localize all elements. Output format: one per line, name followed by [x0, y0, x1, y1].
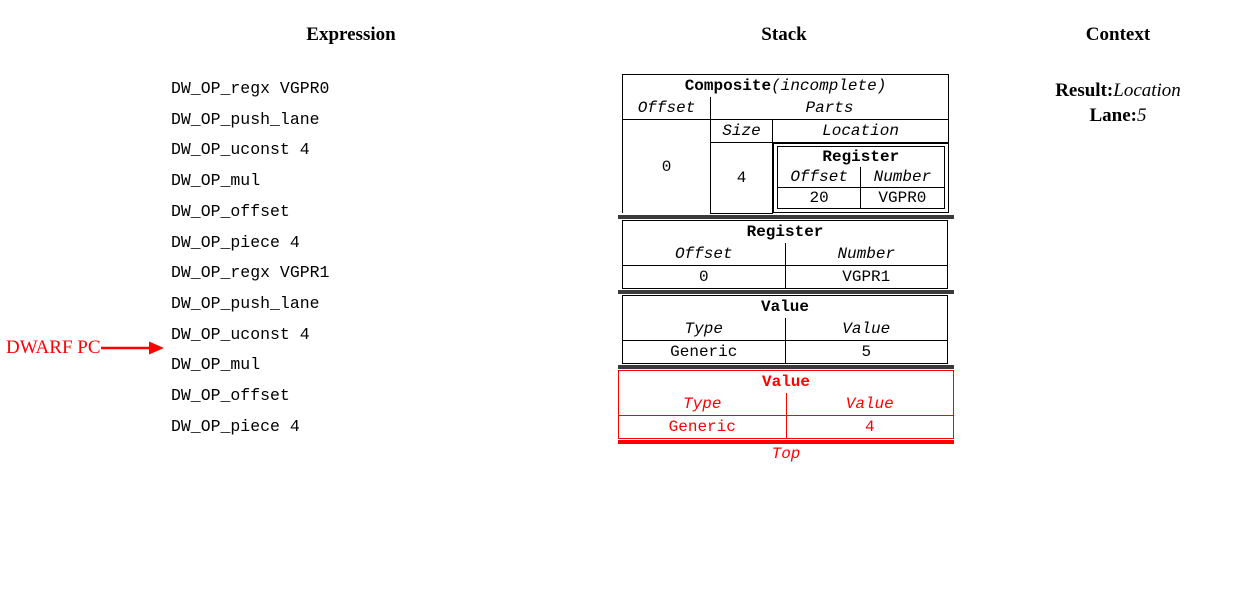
expression-line: DW_OP_push_lane: [171, 293, 320, 313]
column-heading-context: Context: [1085, 24, 1151, 45]
context-lane-value: 5: [1137, 105, 1147, 126]
nested-register-holder: Register Offset Number 20 VGPR0: [773, 143, 949, 213]
stack-entry-composite: Composite(incomplete) Offset Parts 0 Siz…: [618, 74, 954, 214]
composite-part-location: Register Offset Number 20 VGPR0: [773, 143, 949, 213]
value-value-value: 5: [784, 339, 948, 364]
nested-register-title: Register: [777, 146, 945, 167]
composite-parts-header: Parts: [709, 97, 950, 120]
expression-line: DW_OP_regx VGPR0: [171, 79, 330, 98]
expression-line: DW_OP_offset: [171, 386, 290, 406]
register-title: Register: [622, 219, 948, 243]
dwarf-pc-marker: DWARF PC: [6, 337, 165, 359]
context-body: Result:Location Lane:5: [1000, 78, 1236, 128]
expression-line: DW_OP_mul: [171, 171, 261, 191]
expression-line: DW_OP_regx VGPR1: [171, 263, 330, 283]
composite-size-header: Size: [710, 119, 773, 143]
column-heading-stack: Stack: [761, 24, 807, 45]
context-result-value: Location: [1113, 80, 1181, 101]
nested-register-offset-header: Offset: [776, 167, 862, 188]
context-result-key: Result:: [1055, 80, 1114, 101]
register-frame: Register Offset Number 0 VGPR1: [622, 219, 948, 289]
stack-bottom-rule: [618, 439, 954, 444]
context-lane-key: Lane:: [1089, 105, 1138, 126]
nested-register-number-header: Number: [860, 167, 945, 188]
expression-line: DW_OP_mul: [171, 355, 261, 375]
register-offset-value: 0: [622, 264, 786, 289]
expression-line: DW_OP_uconst 4: [171, 140, 310, 160]
expression-line: DW_OP_piece 4: [171, 416, 300, 436]
composite-frame: Composite(incomplete) Offset Parts 0 Siz…: [621, 74, 950, 214]
expression-line: DW_OP_push_lane: [171, 109, 320, 129]
expression-list: DW_OP_regx VGPR0 DW_OP_push_lane DW_OP_u…: [171, 74, 461, 442]
stack-separator: [618, 289, 954, 294]
composite-title: Composite(incomplete): [621, 74, 950, 97]
expression-line: DW_OP_uconst 4: [171, 324, 310, 344]
register-number-header: Number: [784, 242, 948, 266]
stack-entry-value: Value Type Value Generic 5: [618, 294, 954, 364]
stack-separator: [618, 214, 954, 219]
composite-offset-value: 0: [622, 119, 711, 213]
value-top-value-header: Value: [785, 392, 954, 416]
composite-offset-header: Offset: [622, 97, 711, 120]
value-top-type-header: Type: [618, 392, 787, 416]
nested-register-frame: Register Offset Number 20 VGPR0: [776, 146, 945, 209]
value-top-value-value: 4: [785, 414, 954, 439]
value-title: Value: [622, 294, 948, 318]
arrow-right-icon: [100, 341, 164, 355]
composite-part-size: 4: [710, 142, 773, 214]
nested-register-number-value: VGPR0: [860, 187, 945, 209]
context-result-row: Result:Location: [1000, 78, 1236, 103]
context-lane-row: Lane:5: [1000, 103, 1236, 128]
value-top-frame: Value Type Value Generic 4: [618, 369, 954, 439]
column-heading-expression: Expression: [306, 24, 396, 45]
stack-column: Composite(incomplete) Offset Parts 0 Siz…: [618, 74, 954, 463]
dwarf-pc-label: DWARF PC: [6, 337, 101, 358]
expression-line: DW_OP_offset: [171, 201, 290, 221]
value-top-type-value: Generic: [618, 414, 787, 439]
composite-location-header: Location: [771, 119, 950, 143]
value-type-value: Generic: [622, 339, 786, 364]
nested-register-offset-value: 20: [776, 187, 862, 209]
stack-separator: [618, 364, 954, 369]
stack-entry-value-top: Value Type Value Generic 4: [618, 369, 954, 439]
composite-title-suffix: (incomplete): [771, 77, 887, 95]
composite-title-text: Composite: [684, 77, 772, 95]
value-top-title: Value: [618, 369, 954, 393]
stack-entry-register: Register Offset Number 0 VGPR1: [618, 219, 954, 289]
expression-line: DW_OP_piece 4: [171, 232, 300, 252]
value-frame: Value Type Value Generic 5: [622, 294, 948, 364]
stack-top-label: Top: [771, 444, 801, 463]
value-type-header: Type: [622, 317, 786, 341]
value-value-header: Value: [784, 317, 948, 341]
register-number-value: VGPR1: [784, 264, 948, 289]
register-offset-header: Offset: [622, 242, 786, 266]
